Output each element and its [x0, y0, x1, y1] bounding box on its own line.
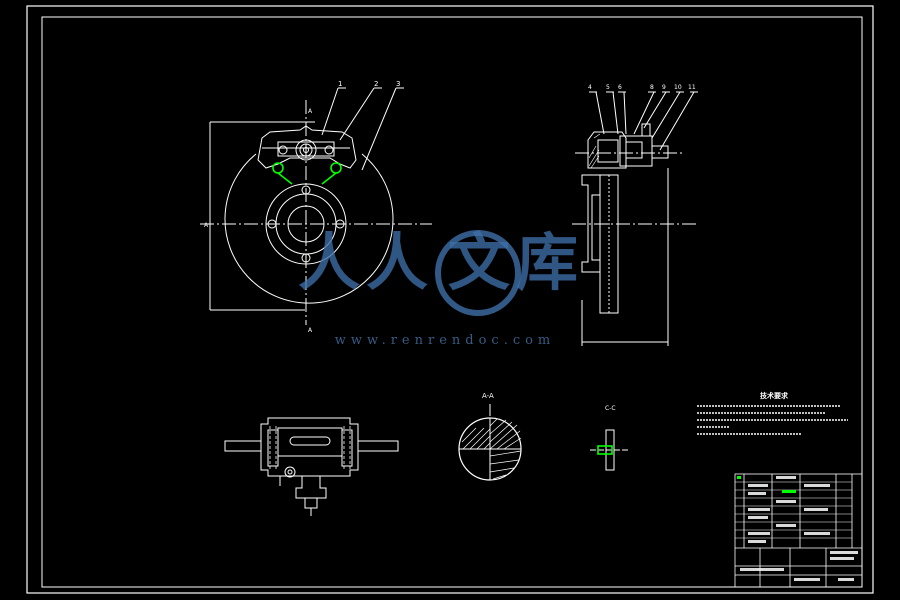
view-cc-highlight	[597, 445, 613, 455]
notes-title: 技术要求	[760, 391, 789, 400]
balloon-10: 10	[674, 84, 682, 91]
front-view	[200, 87, 432, 325]
balloon-6: 6	[618, 84, 622, 91]
section-mark-bottom: A	[308, 327, 313, 334]
balloon-4: 4	[588, 84, 592, 91]
front-view-pins	[272, 162, 342, 185]
balloon-2: 2	[374, 80, 378, 88]
watermark-char-2: 人	[366, 226, 429, 299]
balloon-5: 5	[606, 84, 610, 91]
top-view-dashes	[269, 426, 351, 470]
title-block	[734, 473, 863, 588]
title-block-green	[737, 476, 796, 493]
balloon-3: 3	[396, 80, 400, 88]
top-view	[224, 417, 399, 516]
title-block-text-blocks	[740, 476, 858, 581]
view-cc	[590, 429, 630, 471]
notes-lines	[697, 405, 848, 435]
section-mark-left: A	[204, 222, 209, 229]
watermark-url: www.renrendoc.com	[334, 333, 556, 348]
balloon-1: 1	[338, 80, 342, 88]
section-aa-label: A-A	[482, 392, 494, 400]
inner-frame	[41, 16, 863, 588]
section-mark-top: A	[308, 108, 313, 115]
balloon-11: 11	[688, 84, 696, 91]
balloon-8: 8	[650, 84, 654, 91]
view-cc-label: C-C	[605, 405, 616, 412]
section-aa	[458, 404, 522, 481]
title-block-rows	[735, 481, 852, 539]
watermark-char-1: 人	[298, 226, 361, 299]
side-view-hatch	[588, 133, 601, 169]
outer-frame	[26, 5, 874, 594]
side-view	[572, 91, 698, 346]
watermark-char-4: 库	[516, 226, 579, 299]
balloon-9: 9	[662, 84, 666, 91]
watermark-char-3: 文	[448, 226, 511, 299]
